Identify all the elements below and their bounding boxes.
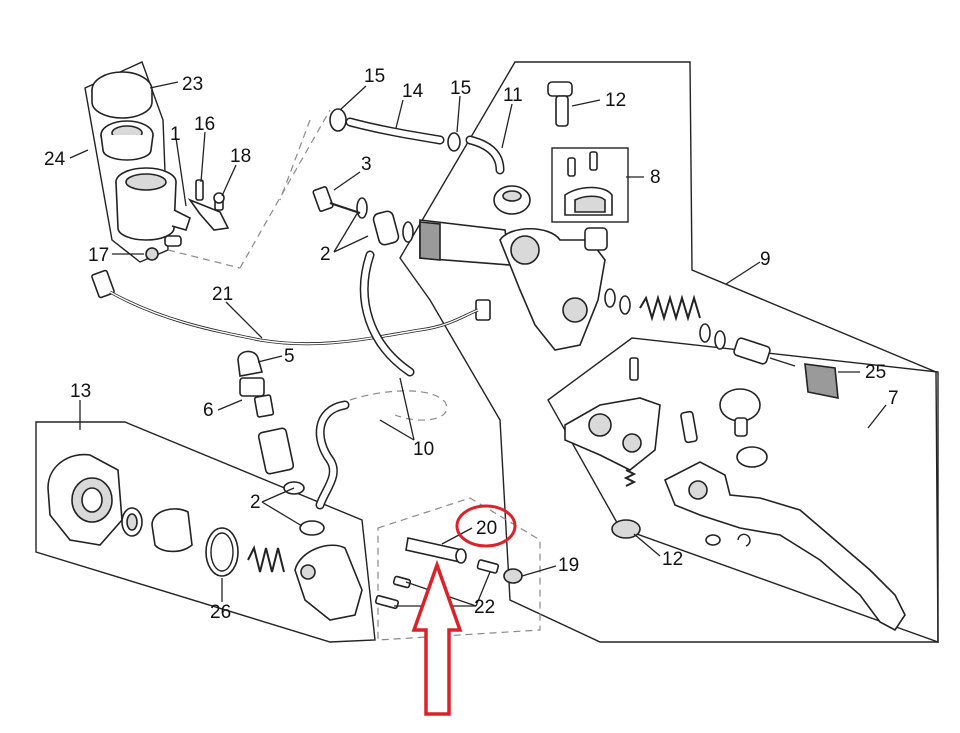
- pin-20: [405, 537, 467, 564]
- lever-pivot-12: [611, 519, 751, 547]
- hose-14: [329, 108, 461, 152]
- callout-6: 6: [203, 400, 214, 421]
- highlight-arrow-up: [411, 559, 463, 716]
- piston-assembly-9: [604, 288, 796, 367]
- dust-boot-25: [804, 363, 839, 399]
- callout-2-upper: 2: [320, 244, 331, 265]
- master-cylinder-body: [419, 219, 608, 351]
- banjo-fitting-upper: [356, 197, 414, 246]
- callout-16: 16: [194, 114, 215, 135]
- screws-22: [374, 559, 500, 610]
- callout-23: 23: [182, 74, 203, 95]
- slave-cylinder-seals: [121, 507, 239, 577]
- leader-lines: [69, 81, 887, 607]
- callout-24: 24: [44, 149, 66, 170]
- reservoir-group-dash-2: [239, 109, 331, 269]
- callout-1: 1: [170, 124, 181, 145]
- callout-10: 10: [413, 439, 434, 460]
- clamp-8: [551, 147, 629, 223]
- callout-15-right: 15: [450, 78, 471, 99]
- adjuster-knob: [719, 388, 768, 468]
- callout-2-lower: 2: [250, 492, 261, 513]
- callout-19: 19: [558, 555, 579, 576]
- callout-8: 8: [650, 167, 661, 188]
- banjo-bolt-3: [312, 186, 361, 214]
- callout-12-lower: 12: [662, 549, 683, 570]
- hose-10: [315, 250, 415, 510]
- callout-21: 21: [212, 284, 233, 305]
- switch-wire: [109, 290, 479, 346]
- callout-13: 13: [70, 381, 91, 402]
- cap-19: [503, 568, 523, 584]
- slave-cylinder-group-outline: [35, 421, 376, 643]
- callout-9: 9: [760, 249, 771, 270]
- lever-7: [663, 461, 906, 632]
- callout-15-left: 15: [364, 66, 385, 87]
- slave-cylinder-housing: [47, 453, 123, 546]
- hose-fitting-11: [465, 135, 531, 215]
- bolt-12-upper: [547, 81, 573, 127]
- reservoir-group-dash: [167, 249, 241, 269]
- master-cylinder-group-dash: [279, 119, 311, 201]
- grommet-17: [145, 247, 159, 261]
- bleeder-valve-6: [239, 377, 275, 418]
- switch-wire-inner: [109, 291, 479, 345]
- callout-22: 22: [474, 597, 495, 618]
- screw-18: [213, 192, 225, 211]
- reservoir-body: [115, 167, 191, 247]
- bleeder-cap-5: [237, 350, 264, 377]
- callout-7: 7: [888, 388, 899, 409]
- callout-14: 14: [402, 81, 424, 102]
- slave-cylinder-cover: [294, 544, 363, 621]
- callout-17: 17: [88, 245, 109, 266]
- slave-cylinder-spring-26: [247, 545, 285, 573]
- pin-group-dash-outline: [377, 497, 541, 641]
- reservoir-diaphragm: [100, 120, 154, 161]
- callout-11: 11: [503, 85, 523, 106]
- lever-group-outline: [547, 337, 939, 643]
- callout-26: 26: [210, 602, 231, 623]
- reservoir-cap: [91, 71, 153, 119]
- callout-25: 25: [865, 362, 886, 383]
- callout-5: 5: [284, 346, 295, 367]
- callout-18: 18: [230, 146, 251, 167]
- callout-12-upper: 12: [605, 90, 626, 111]
- hose-routing-dash: [349, 390, 448, 421]
- lever-bracket: [564, 357, 698, 487]
- highlight-circle-part-20: [455, 504, 517, 548]
- switch-connector: [91, 269, 491, 321]
- callout-3: 3: [361, 154, 372, 175]
- callout-20: 20: [476, 518, 497, 539]
